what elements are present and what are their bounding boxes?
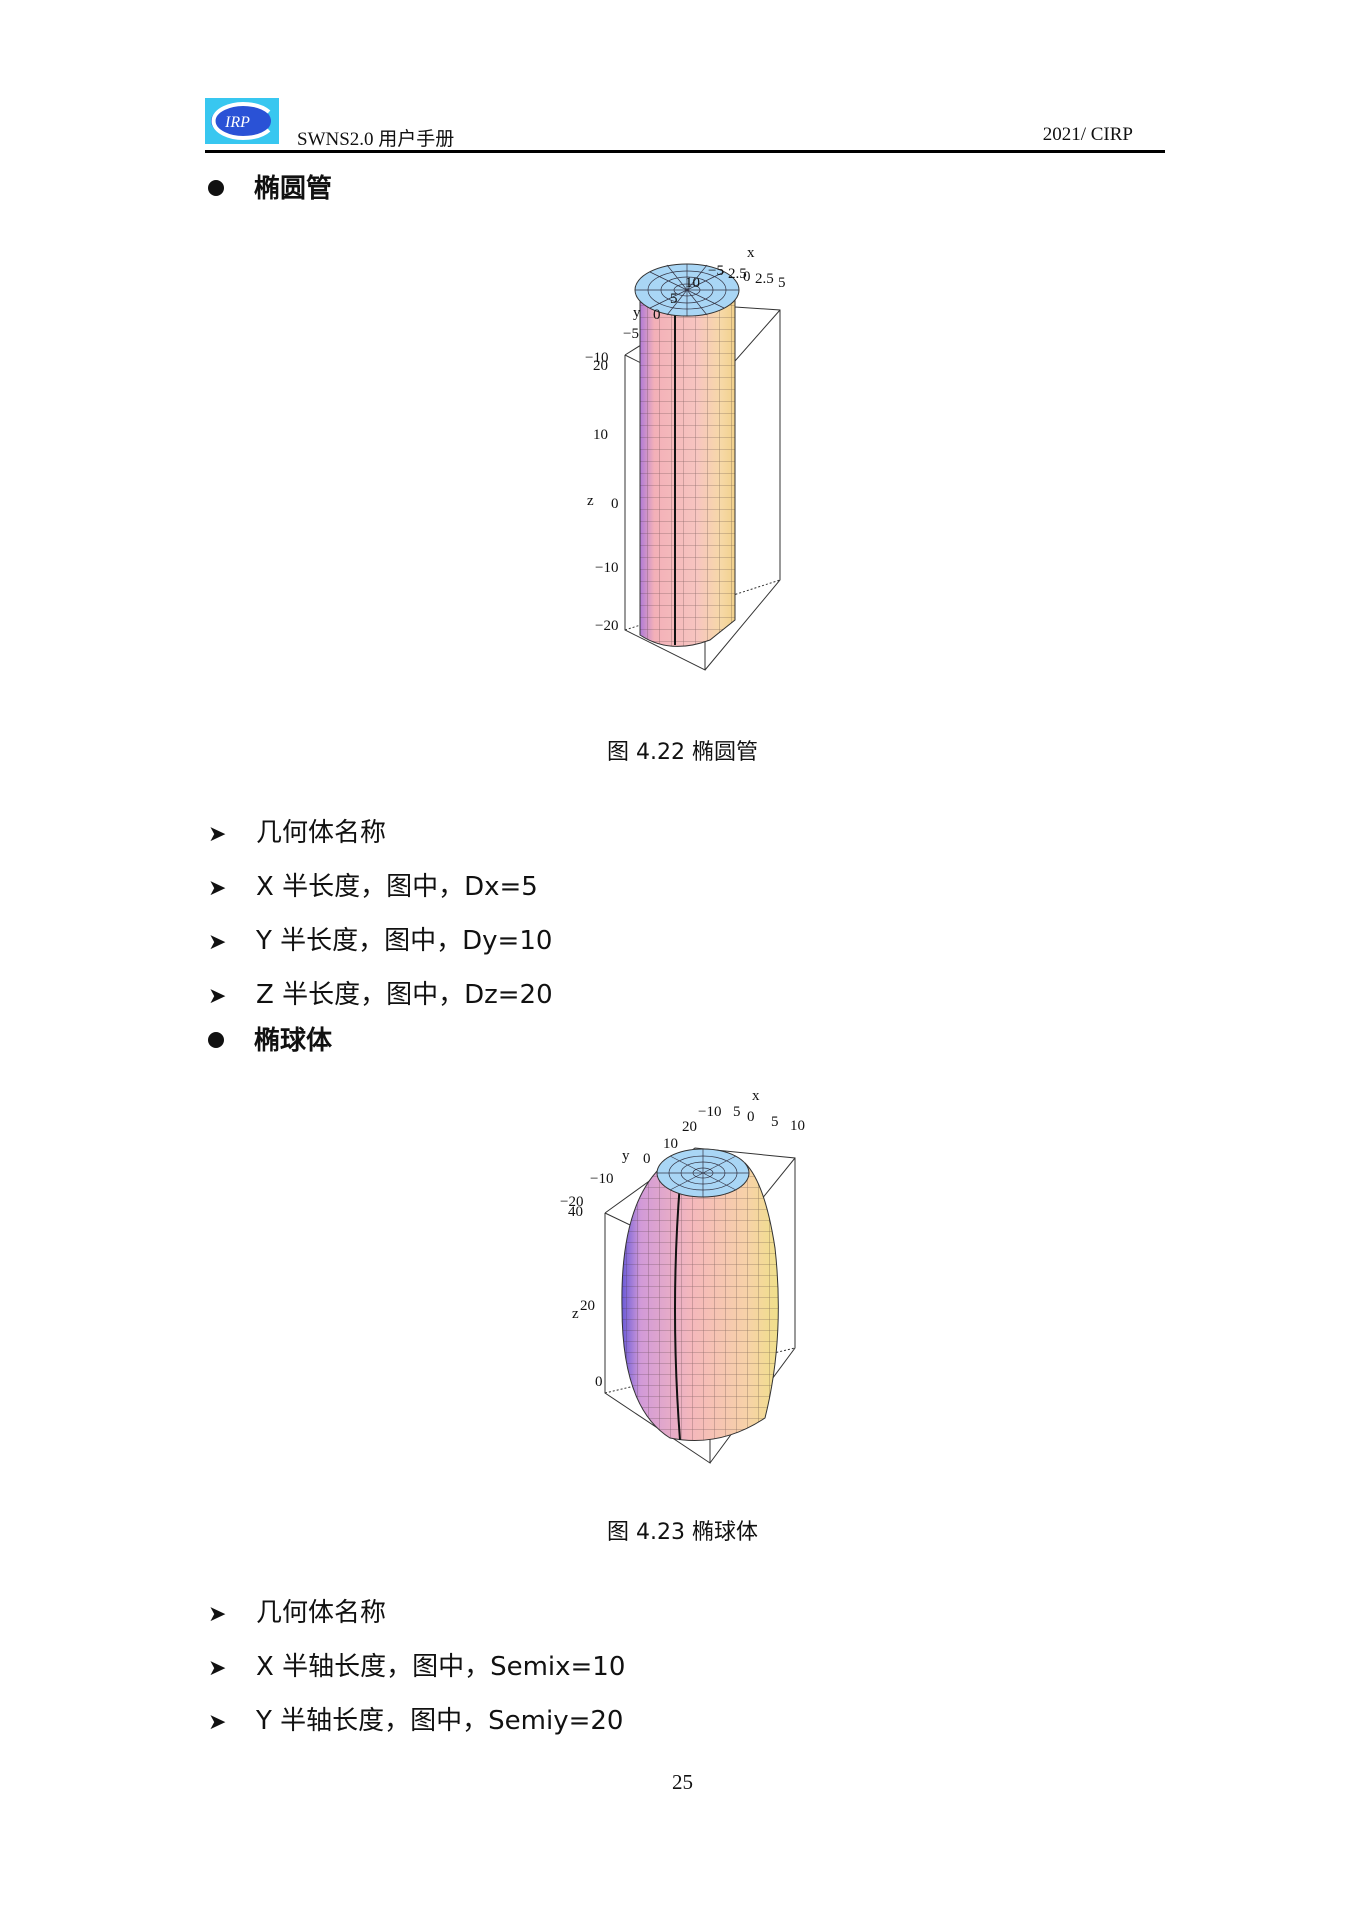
x-tick: 5 (733, 1104, 741, 1120)
x-tick: 2.5 (755, 271, 774, 287)
y-tick: 20 (682, 1119, 697, 1135)
list-item: ➤几何体名称 (208, 1598, 387, 1628)
arrow-bullet-icon: ➤ (208, 876, 227, 901)
arrow-bullet-icon: ➤ (208, 930, 227, 955)
header-rule (205, 150, 1165, 153)
z-tick: 40 (568, 1204, 583, 1220)
y-tick: −20 (560, 1194, 583, 1210)
z-axis-label: z (572, 1306, 579, 1322)
z-tick: −10 (595, 560, 618, 576)
x-tick: 10 (790, 1118, 805, 1134)
arrow-bullet-icon: ➤ (208, 1656, 227, 1681)
list-item: ➤X 半轴长度，图中，Semix=10 (208, 1652, 626, 1682)
y-tick: 0 (643, 1151, 651, 1167)
figure-caption: 图 4.22 椭圆管 (607, 740, 758, 765)
figure-elliptical-tube: x −5 2.5 0 2.5 5 10 5 y 0 −5 −10 20 10 z… (585, 245, 786, 671)
arrow-bullet-icon: ➤ (208, 1710, 227, 1735)
document-year: 2021/ CIRP (1042, 124, 1133, 145)
arrow-bullet-icon: ➤ (208, 1602, 227, 1627)
y-tick: 10 (685, 275, 700, 291)
x-tick: 5 (778, 275, 786, 291)
list-item: ➤Z 半长度，图中，Dz=20 (208, 980, 553, 1010)
z-tick: 20 (580, 1298, 595, 1314)
z-tick: 0 (611, 496, 619, 512)
x-tick: 0 (747, 1109, 755, 1125)
arrow-bullet-icon: ➤ (208, 984, 227, 1009)
z-tick: 0 (595, 1374, 603, 1390)
figure-ellipsoid: x −10 5 0 5 10 20 10 y 0 −10 −20 40 z 20… (560, 1088, 805, 1464)
page-header: IRP SWNS2.0 用户手册 2021/ CIRP (205, 96, 1165, 154)
cirp-logo-icon: IRP (205, 98, 279, 144)
y-tick: 10 (663, 1136, 678, 1152)
z-tick: 20 (593, 358, 608, 374)
page-number: 25 (672, 1770, 693, 1794)
y-tick: −10 (585, 350, 608, 366)
z-axis-label: z (587, 493, 594, 509)
list-item: ➤X 半长度，图中，Dx=5 (208, 872, 538, 902)
y-tick: 0 (653, 307, 661, 323)
bullet-icon (208, 179, 224, 196)
z-tick: 10 (593, 427, 608, 443)
x-tick: −5 (708, 263, 724, 279)
x-axis-label: x (747, 245, 755, 261)
y-tick: −5 (623, 326, 639, 342)
section-heading-ellipsoid: 椭球体 (208, 1020, 332, 1057)
x-tick: 5 (771, 1114, 779, 1130)
y-tick: −10 (590, 1171, 613, 1187)
bullet-icon (208, 1031, 224, 1048)
z-tick: −20 (595, 618, 618, 634)
x-axis-label: x (752, 1088, 760, 1104)
list-item: ➤几何体名称 (208, 818, 387, 848)
logo-text: IRP (224, 114, 250, 131)
section-heading-text: 椭圆管 (254, 174, 333, 204)
x-tick: 2.5 (728, 266, 747, 282)
y-tick: 5 (670, 291, 678, 307)
section-heading-text: 椭球体 (254, 1026, 333, 1056)
section-heading-elliptical-tube: 椭圆管 (208, 168, 332, 205)
figure-caption: 图 4.23 椭球体 (607, 1520, 758, 1545)
y-axis-label: y (622, 1148, 630, 1164)
x-tick: −10 (698, 1104, 721, 1120)
y-axis-label: y (633, 305, 641, 321)
arrow-bullet-icon: ➤ (208, 822, 227, 847)
x-tick: 0 (743, 269, 751, 285)
document-title: SWNS2.0 用户手册 (297, 129, 455, 150)
list-item: ➤Y 半轴长度，图中，Semiy=20 (208, 1706, 624, 1736)
list-item: ➤Y 半长度，图中，Dy=10 (208, 926, 553, 956)
